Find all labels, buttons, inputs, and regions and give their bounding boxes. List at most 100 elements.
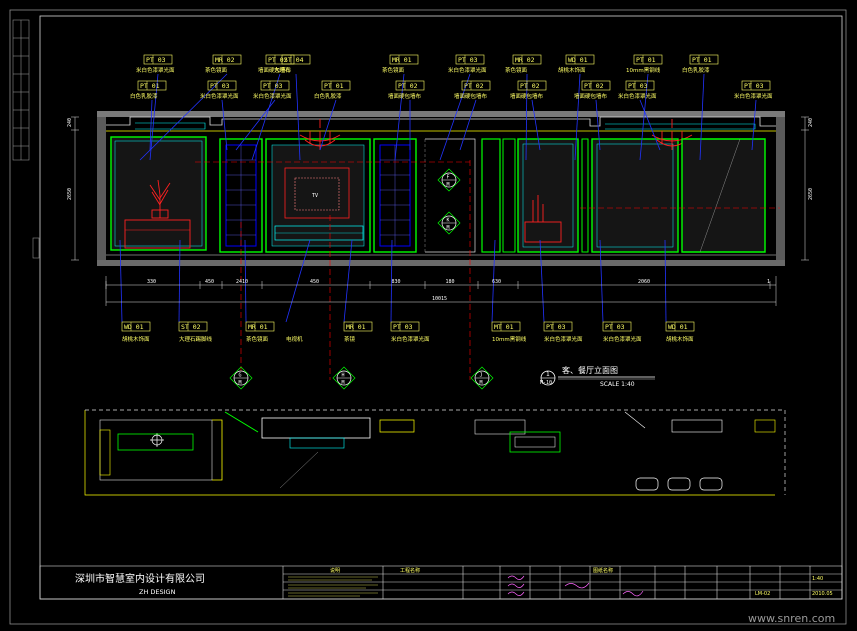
tag-code: MR 02 [215,56,235,64]
tag-note: 米白色漆罩光面 [734,92,773,100]
ceiling-slab [97,111,785,117]
tag-note: 米白色漆罩光面 [618,92,657,100]
drawing-header: 图纸名称 [593,567,613,574]
elevation-name: 客、餐厅立面图 [562,365,618,375]
section-sheet: M [447,182,450,188]
title-block [39,565,843,600]
dimension-text: 830 [392,279,401,285]
tag-code: ST 02 [181,323,201,331]
section-marker: GM [229,366,253,390]
tag-note: 大理石 [274,66,291,74]
tag-code: WD 01 [568,56,588,64]
dining-vase [524,195,562,243]
section-letter: G [239,373,242,379]
signatures [507,575,644,597]
left-wall [97,111,106,266]
dimension-text: 630 [492,279,501,285]
tag-note: 大理石踢脚线 [179,335,213,343]
elevation-number: 1 [546,371,550,378]
plant-decoration [149,179,171,219]
material-tag-bottom: ST 02 大理石踢脚线 [178,321,213,343]
right-wall [776,111,785,266]
svg-text:TV: TV [312,193,318,199]
center-lines [195,160,780,380]
dimension-text: 180 [446,279,455,285]
end-wall-panel [681,138,766,253]
tag-code: PT 02 [398,82,418,90]
plan-tv-cabinet [261,417,371,439]
tag-code: PT 03 [628,82,648,90]
tag-code: PT 03 [546,323,566,331]
tag-code: PT 03 [393,323,413,331]
tag-code: PT 02 [584,82,604,90]
sheet-inner-frame [39,15,843,600]
tag-note: 胡桃木饰面 [666,335,694,343]
tag-code: PT 03 [210,82,230,90]
material-tag-bottom: PT 03 米白色漆罩光面 [390,321,430,343]
tag-code: MT 01 [494,323,514,331]
binding-strip [12,19,40,259]
tag-note: 10mm黑钢线 [626,66,661,74]
notes-header: 说明 [330,567,340,574]
tag-code: PT 03 [146,56,166,64]
tag-note: 胡桃木饰面 [558,66,586,74]
section-sheet: M [239,380,242,386]
tag-note: 墙面硬包墙布 [388,92,422,100]
tag-note: 米白色漆罩光面 [253,92,292,100]
tag-code: PT 02 [268,56,288,64]
tag-note: 墙面硬包墙布 [258,66,292,74]
tag-code: PT 03 [263,82,283,90]
section-sheet: M [480,380,483,386]
elevation-title: 1 M-10 客、餐厅立面图 SCALE 1:40 [540,365,655,388]
section-marker: FM [437,168,461,192]
section-letter: K [447,218,450,224]
wall-opening [425,138,476,253]
material-tag-top: PT 03 米白色漆罩光面 [136,54,175,74]
tag-note: 米白色漆罩光面 [391,335,430,343]
tag-note: 墙面硬包墙布 [454,92,488,100]
dimension-lines [71,116,809,306]
tag-code: PT 03 [458,56,478,64]
watermark: www.snren.com [748,612,835,625]
tag-code: PT 02 [520,82,540,90]
section-letter: J [480,373,483,379]
dimension-text: 1 [767,279,770,285]
tag-code: MR 01 [392,56,412,64]
tag-note: 白色乳胶漆 [314,92,342,100]
dimension-text: 450 [205,279,214,285]
material-tag-top: PT 03 米白色漆罩光面 [618,80,657,100]
elevation-sheet-ref: M-10 [540,380,552,386]
tag-note: 白色乳胶漆 [130,92,158,100]
chandelier-left [299,119,341,150]
project-header: 工程名称 [400,567,420,574]
drawing-scale: 1:40 [812,576,823,582]
tag-note: 墙面硬包墙布 [510,92,544,100]
material-tag-top: PT 02 墙面硬包墙布 [510,80,547,100]
plan-chairs [635,477,723,491]
tag-note: 茶色镜面 [246,335,269,343]
elevation-scale: SCALE 1:40 [600,381,635,388]
television [294,177,340,211]
dimension-text: 2060 [638,279,650,285]
tag-note: 米白色漆罩光面 [136,66,175,74]
plan-plant [150,433,164,447]
tag-note: 米白色漆罩光面 [448,66,487,74]
section-letter: H [342,373,345,379]
